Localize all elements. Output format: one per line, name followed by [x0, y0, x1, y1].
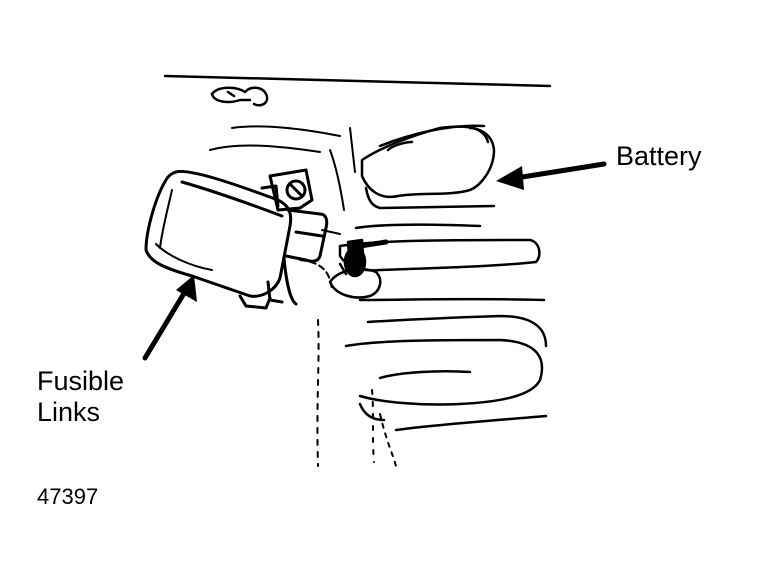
battery-pointer-arrow: [496, 161, 607, 190]
cable-loop: [210, 86, 269, 107]
fusible-links-label-line2: Links: [37, 397, 101, 427]
battery-label: Battery: [616, 141, 702, 171]
fusible-links-label: Fusible Links: [37, 366, 124, 428]
battery-terminal: [328, 238, 389, 299]
fusible-links-label-line1: Fusible: [37, 366, 125, 396]
fusible-links-pointer-arrow: [142, 275, 197, 361]
top-edge-line: [163, 74, 552, 88]
background-sketch: [209, 125, 397, 467]
fusible-links-housing: [144, 168, 341, 310]
figure-number: 47397: [37, 484, 99, 509]
